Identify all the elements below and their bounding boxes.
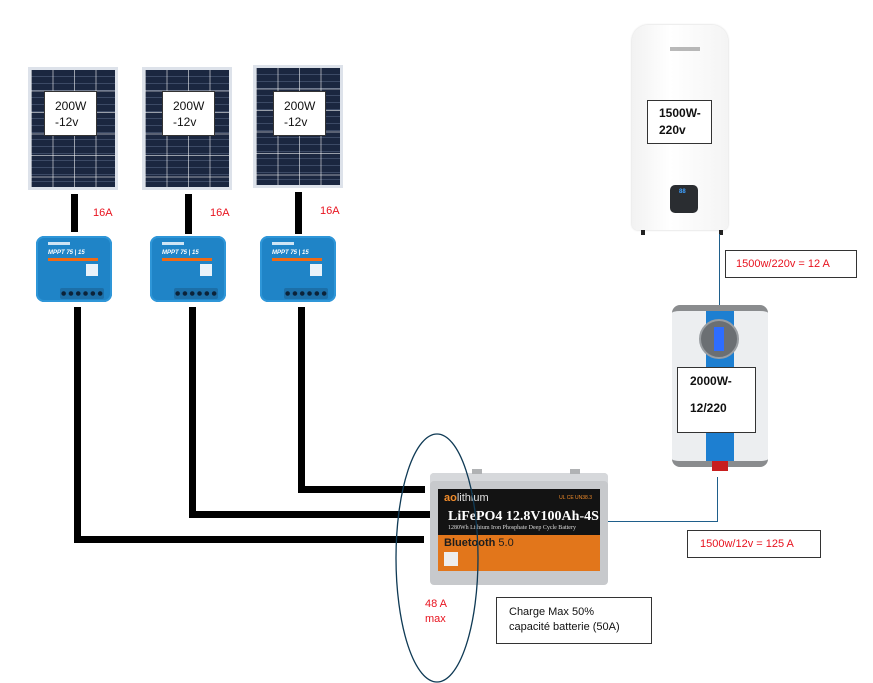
solar-panel-1: 200W -12v xyxy=(28,67,118,190)
solar-panel-label: 200W -12v xyxy=(162,91,215,136)
controller-model: MPPT 75 | 15 xyxy=(272,250,309,256)
panel-power: 200W xyxy=(284,99,316,113)
heater-power: 1500W- xyxy=(659,106,701,120)
controller-model: MPPT 75 | 15 xyxy=(48,250,85,256)
charge-note-line1: Charge Max 50% xyxy=(509,606,594,618)
orange-stripe xyxy=(162,258,212,261)
heater-current-calc: 1500w/220v = 12 A xyxy=(725,250,857,278)
bluetooth-label: Bluetooth 5.0 xyxy=(444,537,514,549)
heater-current-text: 1500w/220v = 12 A xyxy=(736,258,830,270)
panel-current-1: 16A xyxy=(93,207,113,219)
orange-stripe xyxy=(48,258,98,261)
ellipse-outline xyxy=(395,433,479,683)
battery-model: LiFePO4 12.8V100Ah-4S xyxy=(448,509,599,524)
qr-code-icon xyxy=(310,264,322,276)
solar-panel-3: 200W -12v xyxy=(253,65,343,188)
battery-cable-2-horizontal xyxy=(189,511,431,518)
heater-foot-right xyxy=(719,230,723,235)
battery-qr-code-icon xyxy=(444,552,458,566)
heater-foot-left xyxy=(641,230,645,235)
inverter-battery-wire-vertical xyxy=(717,477,718,522)
battery-cable-3-horizontal xyxy=(298,486,425,493)
inverter-screen xyxy=(714,327,724,351)
heater-control-panel: 88 xyxy=(670,185,698,213)
brand-name: ao xyxy=(444,492,457,504)
heater-logo xyxy=(670,47,700,51)
mppt-controller-2: MPPT 75 | 15 xyxy=(150,236,226,302)
heater-voltage: 220v xyxy=(659,123,686,137)
battery-terminal-negative xyxy=(472,469,482,474)
bluetooth-text: Bluetooth xyxy=(444,537,496,549)
mppt-controller-3: MPPT 75 | 15 xyxy=(260,236,336,302)
combined-current-label: 48 A max xyxy=(425,597,447,627)
battery-description: 1280Wh Lithium Iron Phosphate Deep Cycle… xyxy=(448,525,576,531)
heater-inverter-wire xyxy=(719,234,720,305)
terminal-block xyxy=(174,288,218,299)
inverter-display-dial xyxy=(699,319,739,359)
panel-voltage: -12v xyxy=(284,115,308,129)
battery-label-black: aolithium UL CE UN38.3 LiFePO4 12.8V100A… xyxy=(438,489,600,535)
inverter-label: 2000W- 12/220 xyxy=(677,367,756,433)
qr-code-icon xyxy=(200,264,212,276)
charge-note: Charge Max 50% capacité batterie (50A) xyxy=(496,597,652,644)
controller-model: MPPT 75 | 15 xyxy=(162,250,199,256)
inverter-connector xyxy=(712,461,728,471)
terminal-block xyxy=(60,288,104,299)
victron-logo xyxy=(272,242,294,245)
terminal-block xyxy=(284,288,328,299)
panel-cable-1 xyxy=(71,194,78,232)
panel-voltage: -12v xyxy=(55,115,79,129)
combined-current-value: 48 A xyxy=(425,598,448,610)
panel-cable-2 xyxy=(185,194,192,234)
mppt-controller-1: MPPT 75 | 15 xyxy=(36,236,112,302)
solar-panel-label: 200W -12v xyxy=(44,91,97,136)
battery-cable-1-horizontal xyxy=(74,536,424,543)
qr-code-icon xyxy=(86,264,98,276)
inverter-battery-wire-horizontal xyxy=(608,521,718,522)
inverter-current-text: 1500w/12v = 125 A xyxy=(700,538,794,550)
combined-current-max: max xyxy=(425,613,446,625)
panel-current-2: 16A xyxy=(210,207,230,219)
orange-stripe xyxy=(272,258,322,261)
panel-voltage: -12v xyxy=(173,115,197,129)
solar-panel-2: 200W -12v xyxy=(142,67,232,190)
battery-terminal-positive xyxy=(570,469,580,474)
inverter-current-calc: 1500w/12v = 125 A xyxy=(687,530,821,558)
battery-cable-1-vertical xyxy=(74,307,81,543)
battery-cable-3-vertical xyxy=(298,307,305,493)
charge-note-line2: capacité batterie (50A) xyxy=(509,621,620,633)
panel-current-3: 16A xyxy=(320,205,340,217)
battery-certifications: UL CE UN38.3 xyxy=(559,495,592,501)
panel-power: 200W xyxy=(55,99,87,113)
inverter-power: 2000W- xyxy=(690,374,732,388)
bluetooth-version: 5.0 xyxy=(498,537,514,549)
water-heater-label: 1500W- 220v xyxy=(647,100,712,144)
victron-logo xyxy=(48,242,70,245)
heater-display: 88 xyxy=(679,189,686,195)
panel-power: 200W xyxy=(173,99,205,113)
lifepo4-battery: aolithium UL CE UN38.3 LiFePO4 12.8V100A… xyxy=(430,469,608,585)
battery-cable-2-vertical xyxy=(189,307,196,518)
victron-logo xyxy=(162,242,184,245)
solar-panel-label: 200W -12v xyxy=(273,91,326,136)
panel-cable-3 xyxy=(295,192,302,234)
inverter-voltage: 12/220 xyxy=(690,401,727,415)
battery-label-orange: Bluetooth 5.0 xyxy=(438,535,600,571)
